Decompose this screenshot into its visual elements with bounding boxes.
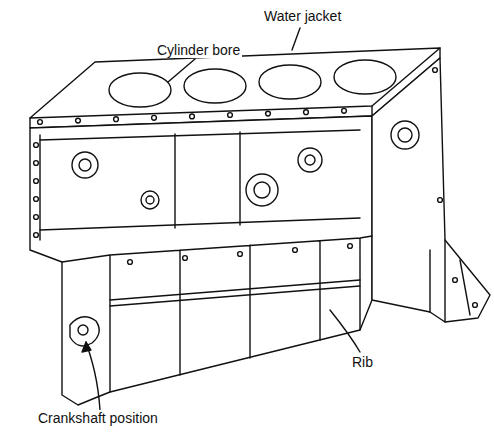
leader-line <box>330 310 360 352</box>
front-face <box>30 116 372 405</box>
bolt-hole <box>34 215 39 220</box>
bolt-holes <box>34 68 478 308</box>
bolt-hole <box>293 248 298 253</box>
bosses <box>72 121 419 209</box>
oil-gallery <box>40 130 360 230</box>
bolt-hole <box>183 256 188 261</box>
bolt-hole <box>238 252 243 257</box>
bolt-hole <box>348 244 353 249</box>
bolt-hole <box>438 198 443 203</box>
leader-arrow <box>82 342 91 352</box>
crankshaft-boss <box>70 317 99 346</box>
bolt-hole <box>34 197 39 202</box>
rib <box>110 280 360 306</box>
bolt-hole <box>34 143 39 148</box>
bolt-hole <box>114 117 119 122</box>
bolt-hole <box>38 120 43 125</box>
bolt-hole <box>342 108 347 113</box>
bolt-hole <box>266 111 271 116</box>
top-deck <box>30 48 440 118</box>
bolt-hole <box>433 68 438 73</box>
bolt-hole <box>228 113 233 118</box>
bolt-hole <box>34 233 39 238</box>
part-label: Water jacket <box>262 8 343 24</box>
bolt-hole <box>128 260 133 265</box>
bolt-hole <box>76 118 81 123</box>
bolt-hole <box>473 303 478 308</box>
bolt-hole <box>190 114 195 119</box>
water-jacket-wall <box>40 132 240 240</box>
leader-line <box>292 28 300 50</box>
bolt-hole <box>34 179 39 184</box>
bolt-hole <box>304 110 309 115</box>
skirt <box>62 236 372 392</box>
end-face <box>372 58 490 322</box>
bolt-hole <box>34 161 39 166</box>
bolt-hole <box>152 115 157 120</box>
mount-flange <box>430 240 470 322</box>
part-label: Rib <box>350 354 375 370</box>
leader-line <box>86 342 100 410</box>
leader-line <box>168 59 195 82</box>
part-label: Cylinder bore <box>155 42 242 58</box>
crankshaft-hole <box>78 325 88 335</box>
part-label: Crankshaft position <box>36 410 160 426</box>
bolt-hole <box>453 278 458 283</box>
cylinder-bores <box>109 60 396 107</box>
